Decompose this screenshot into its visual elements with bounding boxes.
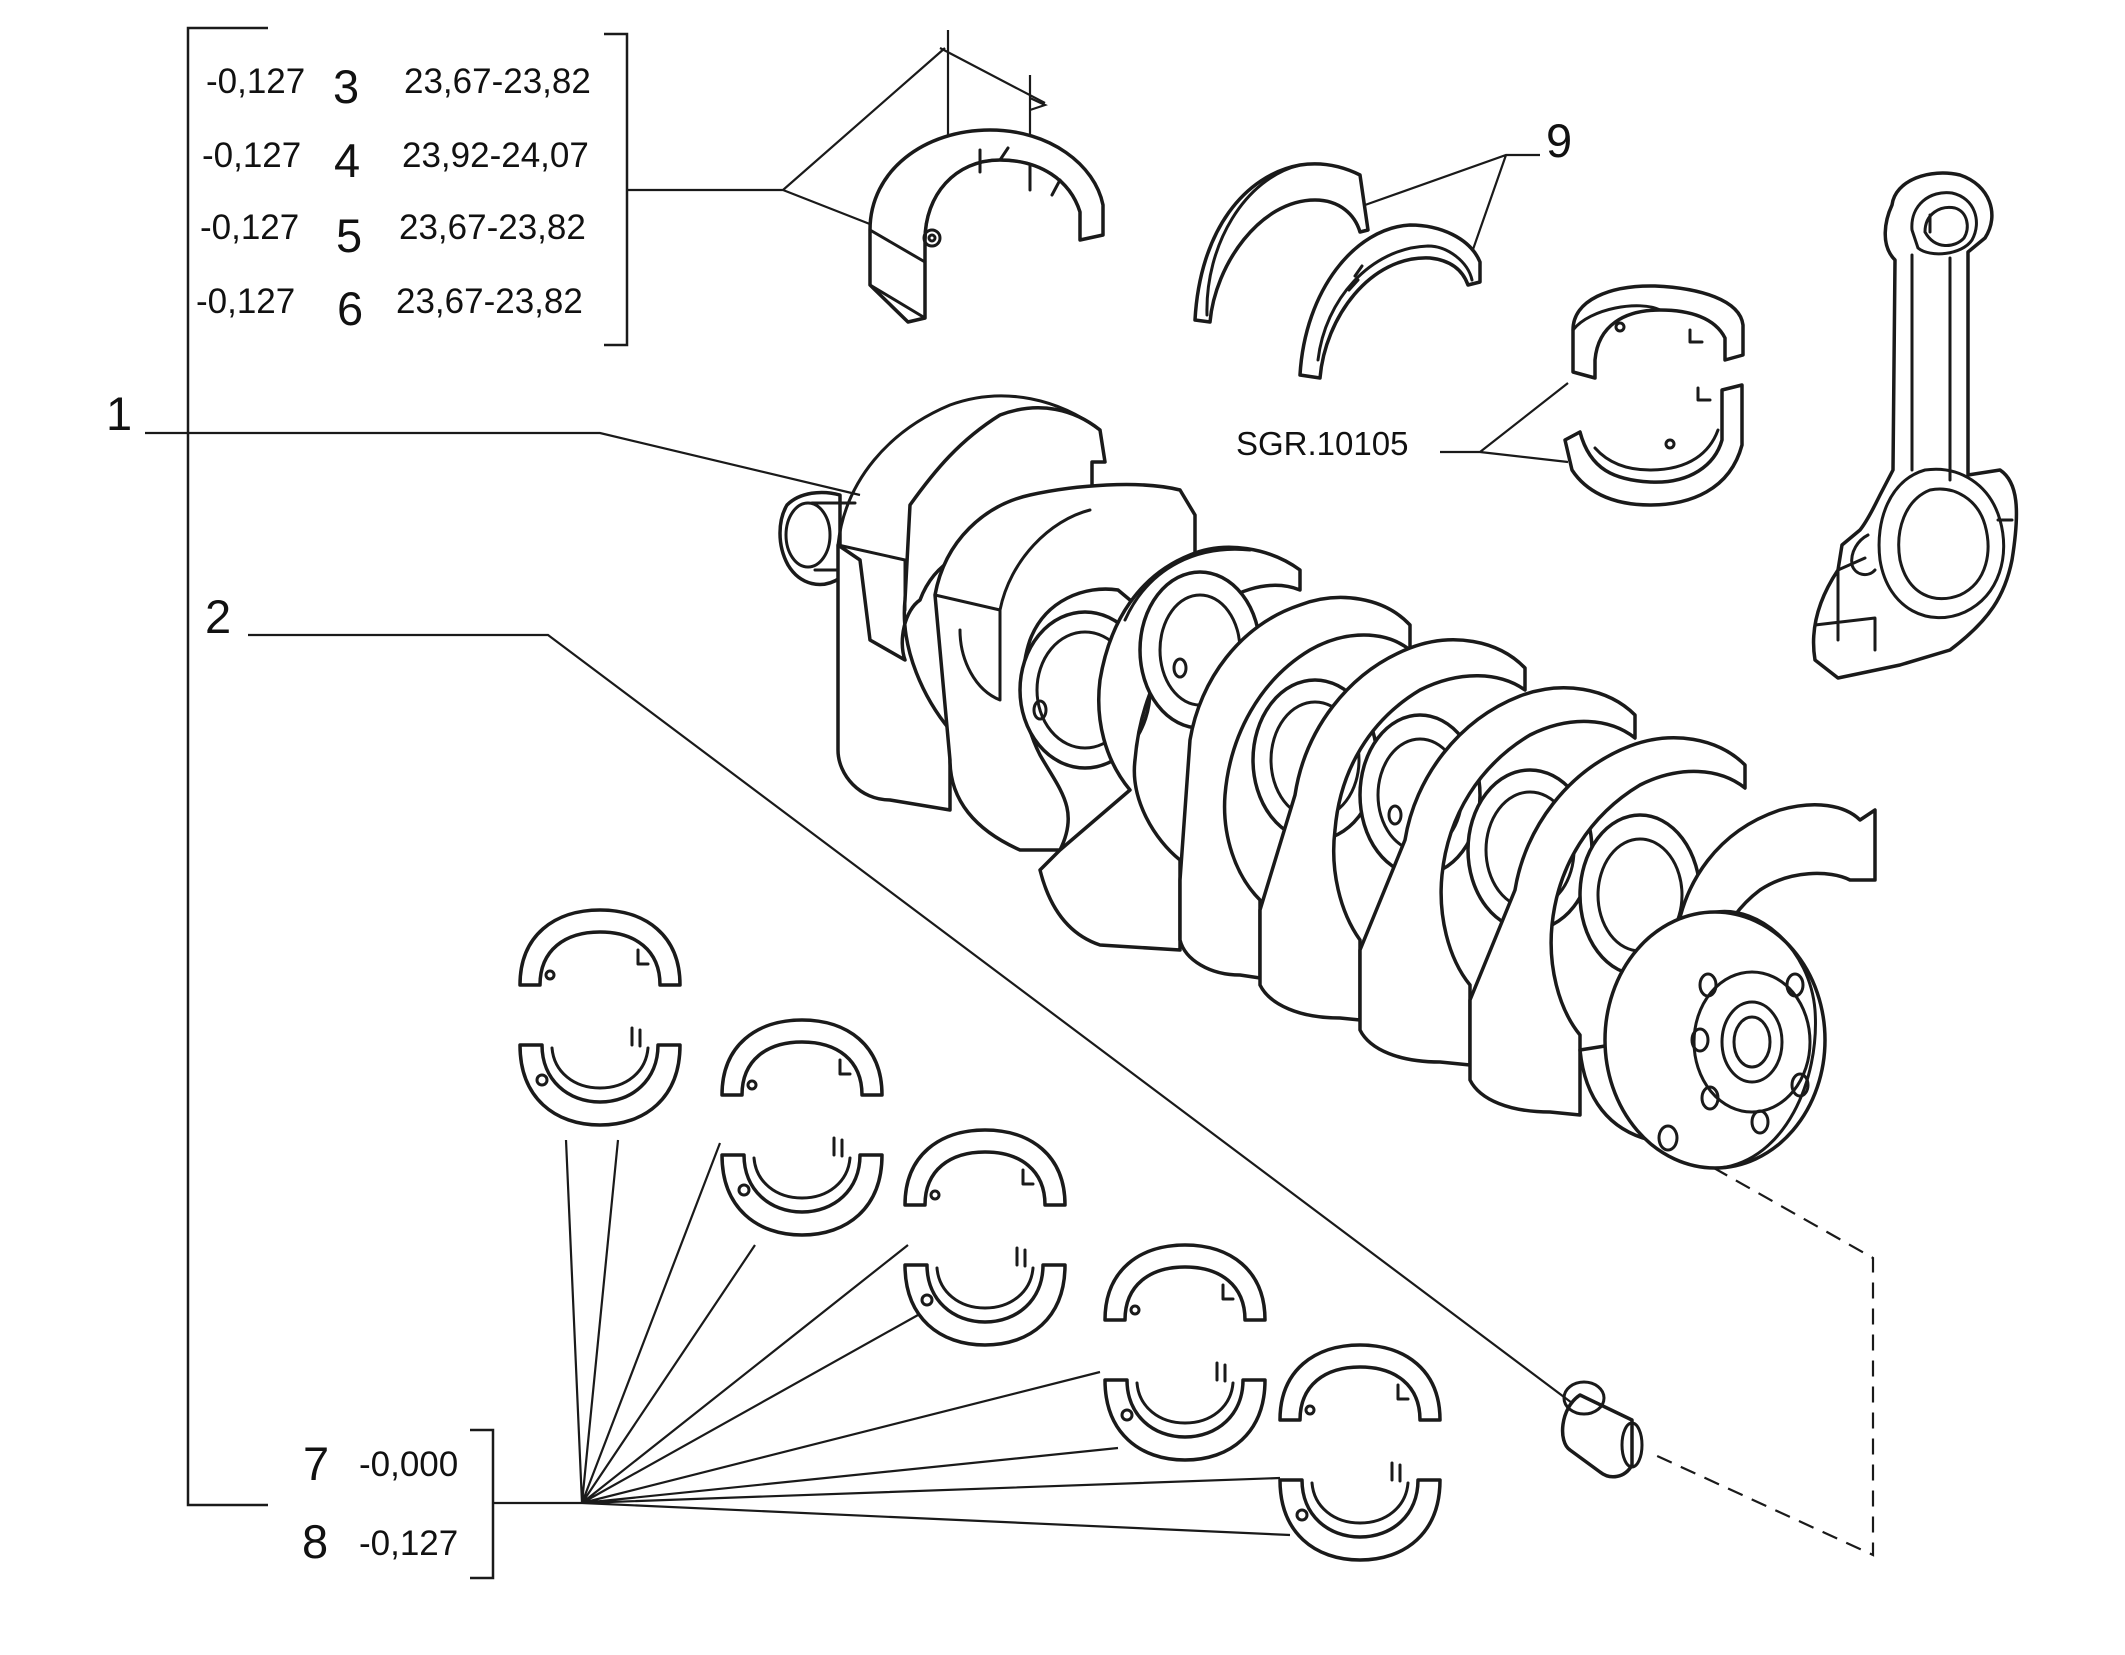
flywheel-dowel-pin <box>1560 1380 1644 1479</box>
thrust-row-5-width: 23,67-23,82 <box>399 208 586 247</box>
top-parts-table-bracket <box>186 26 629 1507</box>
thrust-row-6-width: 23,67-23,82 <box>396 282 583 321</box>
main-bearing-shell-pair-2 <box>720 1018 884 1237</box>
reference-code: SGR.10105 <box>1236 425 1408 462</box>
thrust-row-5-deviation: -0,127 <box>200 208 299 247</box>
crankshaft <box>778 394 1877 1170</box>
callout-2: 2 <box>205 590 231 643</box>
thrust-row-4-width: 23,92-24,07 <box>402 136 589 175</box>
bearing-row-8-deviation: -0,127 <box>359 1524 458 1563</box>
callout-1: 1 <box>106 387 132 440</box>
thrust-row-5-item: 5 <box>336 209 362 262</box>
callout-9: 9 <box>1546 114 1572 167</box>
leader-lines <box>145 30 1875 1557</box>
bearing-row-7-deviation: -0,000 <box>359 1445 458 1484</box>
big-end-bearing-shells <box>1563 284 1745 507</box>
bottom-parts-table-bracket <box>470 1428 495 1580</box>
main-bearing-shell-pair-4 <box>1103 1243 1267 1462</box>
thrust-row-3-width: 23,67-23,82 <box>404 62 591 101</box>
bearing-row-7-item: 7 <box>303 1437 329 1490</box>
main-bearing-shell-pair-5 <box>1278 1343 1442 1562</box>
thrust-row-6-item: 6 <box>337 282 363 335</box>
thrust-bearing-size-table: -0,127 3 23,67-23,82 -0,127 4 23,92-24,0… <box>196 60 591 335</box>
thrust-row-6-deviation: -0,127 <box>196 282 295 321</box>
thrust-row-4-deviation: -0,127 <box>202 136 301 175</box>
thrust-half-washers <box>1193 162 1482 380</box>
main-bearing-shell-pair-1 <box>518 908 682 1127</box>
thrust-row-3-item: 3 <box>333 60 359 113</box>
thrust-row-3-deviation: -0,127 <box>206 62 305 101</box>
bearing-row-8-item: 8 <box>302 1515 328 1568</box>
main-bearing-size-table: 7 -0,000 8 -0,127 <box>302 1437 458 1568</box>
connecting-rod <box>1811 171 2019 680</box>
thrust-main-bearing-shell <box>868 128 1105 324</box>
thrust-row-4-item: 4 <box>334 134 360 187</box>
main-bearing-shell-pair-3 <box>903 1128 1067 1347</box>
